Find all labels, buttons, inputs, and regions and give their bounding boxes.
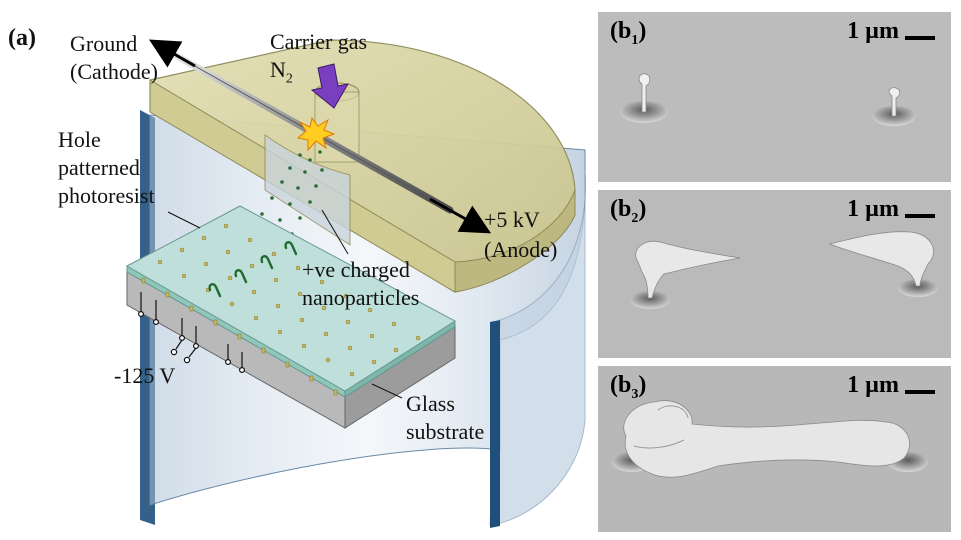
panel-b3-tag: (b3) (610, 372, 647, 402)
lid-notch (264, 134, 351, 246)
sem-panel-b3: (b3) 1 µm (598, 366, 951, 532)
anode-label: (Anode) (484, 237, 558, 262)
carrier-gas-label: Carrier gas (270, 29, 368, 54)
panel-a-tag: (a) (8, 25, 36, 51)
scale-label-b3: 1 µm (847, 372, 899, 398)
sem-image-b2 (598, 190, 951, 358)
nitrogen-label: N2 (270, 57, 293, 87)
anode-arrow (429, 197, 492, 234)
sem-image-b3 (598, 366, 951, 532)
photoresist-top (125, 205, 456, 392)
deposition-schematic (125, 39, 587, 528)
carrier-gas-arrow-icon (310, 63, 349, 109)
sem-image-b1 (598, 12, 951, 182)
glass-leader (371, 383, 403, 399)
ground-label: Ground (70, 31, 138, 56)
hole-pattern (157, 223, 421, 377)
scale-label-b1: 1 µm (847, 18, 899, 44)
chamber-front-edge (490, 320, 500, 528)
charged-label: +ve charged (302, 257, 410, 282)
photoresist-label: photoresist (58, 183, 155, 208)
sem-panel-b2: (b2) 1 µm (598, 190, 951, 358)
hole-label: Hole (58, 127, 101, 152)
cathode-label: (Cathode) (70, 59, 158, 84)
scale-bar-b1 (905, 36, 935, 40)
scale-bar-b2 (905, 214, 935, 218)
ground-arrow (149, 39, 196, 68)
sem-panel-b1: (b1) 1 µm (598, 12, 951, 182)
patterned-label: patterned (58, 155, 140, 180)
scale-label-b2: 1 µm (847, 196, 899, 222)
panel-b2-tag: (b2) (610, 196, 647, 226)
spark-icon (296, 116, 336, 152)
deposited-structures (208, 240, 298, 298)
nanoparticles-label: nanoparticles (302, 285, 420, 310)
substrate-label: substrate (406, 419, 485, 444)
resist-leader (167, 211, 201, 229)
anode-voltage-label: +5 kV (484, 207, 540, 232)
chamber-right-wall (489, 169, 587, 526)
bias-voltage-label: -125 V (114, 363, 176, 388)
glass-label: Glass (406, 391, 455, 416)
bias-pins (138, 292, 246, 374)
scale-bar-b3 (905, 390, 935, 394)
panel-b1-tag: (b1) (610, 18, 647, 48)
particle-leader (321, 209, 349, 255)
